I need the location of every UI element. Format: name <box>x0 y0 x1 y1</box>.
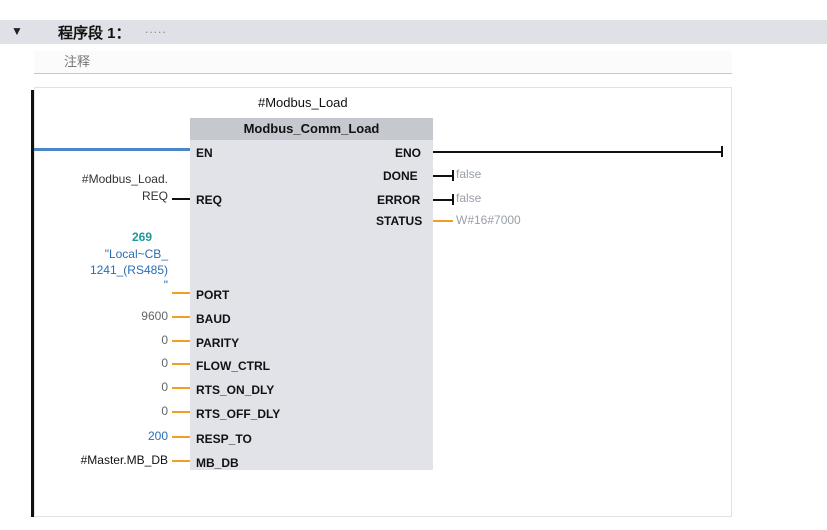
rts-off-dly-value[interactable]: 0 <box>161 404 168 418</box>
baud-value[interactable]: 9600 <box>141 309 168 323</box>
done-value[interactable]: false <box>456 167 482 181</box>
port-operand-line1[interactable]: "Local~CB_ <box>104 247 168 261</box>
pin-parity[interactable]: PARITY <box>196 336 240 350</box>
function-block-body[interactable] <box>190 118 433 470</box>
pin-error[interactable]: ERROR <box>377 193 421 207</box>
req-wire <box>172 198 190 200</box>
pin-eno[interactable]: ENO <box>395 146 422 160</box>
segment-comment-field[interactable]: 注释 <box>34 51 732 74</box>
pin-en[interactable]: EN <box>196 146 213 160</box>
mb-db-operand[interactable]: #Master.MB_DB <box>80 453 168 467</box>
port-operand-line2[interactable]: 1241_(RS485) <box>89 263 168 277</box>
pin-port[interactable]: PORT <box>196 288 230 302</box>
segment-title: 程序段 1： <box>58 25 131 42</box>
pin-rts-off-dly[interactable]: RTS_OFF_DLY <box>196 407 281 421</box>
power-rail <box>31 90 34 517</box>
status-value[interactable]: W#16#7000 <box>456 213 521 227</box>
collapse-triangle-icon[interactable]: ▼ <box>11 24 23 38</box>
ladder-network-area[interactable] <box>34 87 732 517</box>
parity-value[interactable]: 0 <box>161 333 168 347</box>
pin-rts-on-dly[interactable]: RTS_ON_DLY <box>196 383 275 397</box>
rts-on-dly-value[interactable]: 0 <box>161 380 168 394</box>
resp-to-value[interactable]: 200 <box>147 429 168 443</box>
port-operand-line3[interactable]: " <box>163 278 168 292</box>
pin-baud[interactable]: BAUD <box>196 312 231 326</box>
error-wire-end <box>452 194 454 205</box>
pin-status[interactable]: STATUS <box>376 214 423 228</box>
block-instance-name[interactable]: #Modbus_Load <box>258 95 348 110</box>
flow-ctrl-value[interactable]: 0 <box>161 356 168 370</box>
error-wire <box>433 199 453 201</box>
port-number[interactable]: 269 <box>131 230 152 244</box>
mb-db-wire <box>172 460 190 462</box>
function-block-title[interactable]: Modbus_Comm_Load <box>190 118 433 140</box>
done-wire-end <box>452 170 454 181</box>
req-operand-line2[interactable]: REQ <box>141 189 168 203</box>
baud-wire <box>172 316 190 318</box>
done-wire <box>433 175 453 177</box>
pin-req[interactable]: REQ <box>196 193 223 207</box>
pin-flow-ctrl[interactable]: FLOW_CTRL <box>196 359 270 373</box>
pin-mb-db[interactable]: MB_DB <box>196 456 239 470</box>
resp-to-wire <box>172 436 190 438</box>
en-wire <box>34 148 190 151</box>
segment-header[interactable]: ▼ 程序段 1： ..... <box>0 20 827 44</box>
status-wire <box>433 220 453 222</box>
req-operand-line1[interactable]: #Modbus_Load. <box>81 172 168 186</box>
port-wire <box>172 292 190 294</box>
pin-done[interactable]: DONE <box>383 169 418 183</box>
eno-wire-end <box>721 146 723 157</box>
rts-off-dly-wire <box>172 411 190 413</box>
rts-on-dly-wire <box>172 387 190 389</box>
error-value[interactable]: false <box>456 191 482 205</box>
segment-title-placeholder[interactable]: ..... <box>145 22 167 36</box>
flow-ctrl-wire <box>172 363 190 365</box>
eno-wire <box>433 151 722 153</box>
pin-resp-to[interactable]: RESP_TO <box>196 432 252 446</box>
parity-wire <box>172 340 190 342</box>
